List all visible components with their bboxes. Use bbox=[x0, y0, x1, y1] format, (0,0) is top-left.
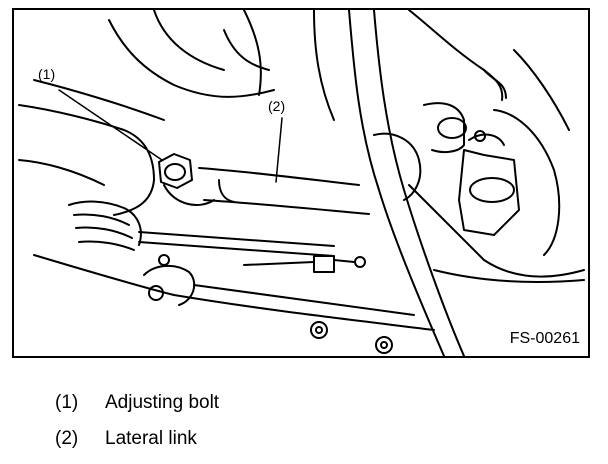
suspension-line-drawing bbox=[18, 10, 585, 356]
legend-text: Lateral link bbox=[105, 428, 197, 449]
suspension-illustration: (1) (2) FS-00261 bbox=[12, 8, 590, 358]
legend-number: (2) bbox=[55, 428, 79, 449]
callout-1: (1) bbox=[38, 66, 56, 82]
legend-number: (1) bbox=[55, 392, 79, 413]
figure-code: FS-00261 bbox=[509, 330, 580, 347]
legend-item-1: (1) Adjusting bolt bbox=[55, 392, 219, 414]
legend-item-2: (2) Lateral link bbox=[55, 428, 197, 450]
callout-2: (2) bbox=[268, 98, 286, 114]
legend-text: Adjusting bolt bbox=[105, 392, 220, 413]
